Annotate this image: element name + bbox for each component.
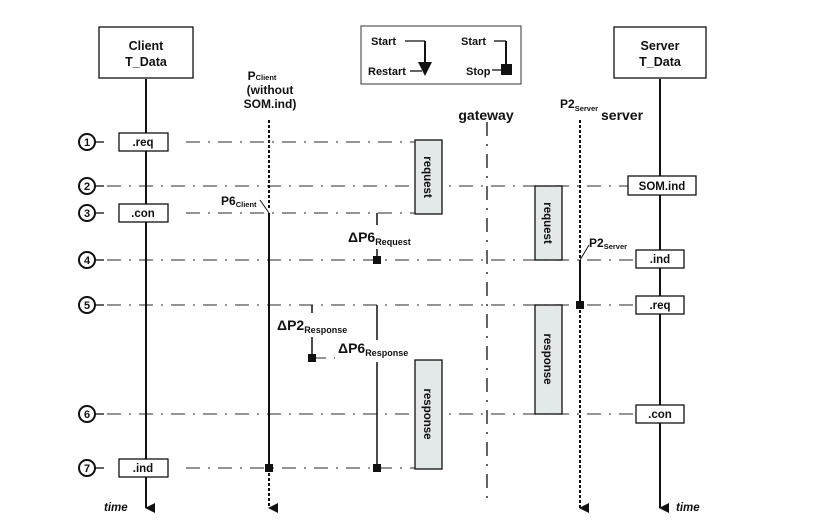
svg-text:P2Server: P2Server	[589, 236, 627, 251]
server-primitive-som-ind: SOM.ind	[627, 175, 697, 196]
client-primitive-req: .req	[118, 132, 169, 152]
dp2-response-label: ΔP2	[277, 317, 304, 333]
step-3: 3	[78, 204, 104, 222]
dp2-response-sub: Response	[304, 325, 347, 335]
p2server-label: P2	[560, 97, 575, 111]
p2server-timer-sub: Server	[604, 242, 627, 251]
message-response-client-side: response	[414, 359, 443, 470]
server-primitive-con: .con	[635, 404, 685, 424]
dp6-response-label: ΔP6	[338, 340, 365, 356]
pclient-line-3: SOM.ind)	[244, 97, 297, 111]
legend-start-2: Start	[461, 36, 486, 48]
svg-text:response: response	[541, 333, 553, 384]
client-time-label: time	[104, 502, 128, 514]
svg-text:.ind: .ind	[133, 463, 153, 475]
p6client-leader	[259, 199, 270, 214]
svg-text:1: 1	[84, 137, 90, 149]
step-markers: 1 2 3 4 5 6 7	[78, 133, 104, 477]
dp6-request-label: ΔP6	[348, 229, 375, 245]
legend: Start Restart Start Stop	[360, 25, 522, 85]
step-5: 5	[78, 296, 104, 314]
server-title-2: T_Data	[639, 55, 682, 69]
server-primitive-ind: .ind	[635, 249, 685, 269]
server-time-label: time	[676, 502, 700, 514]
server-label: server	[601, 107, 644, 123]
pclient-line-2: (without	[247, 83, 294, 97]
legend-box	[360, 25, 522, 85]
step-7: 7	[78, 459, 104, 477]
svg-text:3: 3	[84, 208, 90, 220]
p6client-label: P6	[221, 194, 236, 208]
dp6-request-sub: Request	[375, 237, 411, 247]
p2server-sub: Server	[575, 104, 598, 113]
legend-start-1: Start	[371, 36, 396, 48]
svg-text:2: 2	[84, 181, 90, 193]
step-4: 4	[78, 251, 104, 269]
dp6-request-stop	[373, 256, 381, 264]
client-title-2: T_Data	[125, 55, 168, 69]
svg-text:7: 7	[84, 463, 90, 475]
server-primitive-req: .req	[635, 295, 685, 315]
p2server-timer-label: P2	[589, 236, 604, 250]
pclient-sub: Client	[256, 73, 277, 82]
legend-stop: Stop	[466, 66, 491, 78]
svg-text:SOM.ind: SOM.ind	[639, 181, 686, 193]
svg-text:ΔP2Response: ΔP2Response	[277, 317, 347, 335]
svg-text:.ind: .ind	[650, 254, 670, 266]
server-tdata-box	[613, 26, 707, 79]
gateway-label: gateway	[458, 107, 513, 123]
client-primitive-ind: .ind	[118, 458, 169, 478]
svg-text:4: 4	[84, 255, 91, 267]
svg-text:request: request	[421, 156, 433, 198]
client-primitive-con: .con	[118, 203, 169, 223]
pclient-label: P	[248, 69, 256, 83]
svg-text:.req: .req	[649, 300, 670, 312]
message-request-server-side: request	[534, 185, 563, 261]
svg-text:request: request	[541, 202, 553, 244]
dp6-response-stop	[373, 464, 381, 472]
svg-text:ΔP6Response: ΔP6Response	[338, 340, 408, 358]
step-1: 1	[78, 133, 104, 151]
p2server-stop-marker	[576, 301, 584, 309]
pclient-stop-marker	[265, 464, 273, 472]
svg-text:5: 5	[84, 300, 90, 312]
p6client-sub: Client	[236, 200, 257, 209]
svg-text:.req: .req	[132, 137, 153, 149]
client-tdata-box	[98, 26, 194, 79]
step-6: 6	[78, 405, 104, 423]
svg-text:response: response	[421, 388, 433, 439]
step-2: 2	[78, 177, 104, 195]
svg-text:P2Server: P2Server	[560, 97, 598, 113]
svg-text:.con: .con	[131, 208, 155, 220]
dp6-response-sub: Response	[365, 348, 408, 358]
server-title-1: Server	[641, 39, 680, 53]
message-request-client-side: request	[414, 139, 443, 215]
svg-text:ΔP6Request: ΔP6Request	[348, 229, 411, 247]
dp2-response-stop	[308, 354, 316, 362]
p2server-leader	[579, 244, 590, 261]
message-response-server-side: response	[534, 304, 563, 415]
svg-text:.con: .con	[648, 409, 672, 421]
svg-text:6: 6	[84, 409, 90, 421]
svg-text:PClient: PClient	[248, 69, 277, 83]
legend-restart: Restart	[368, 66, 406, 78]
client-title-1: Client	[129, 39, 165, 53]
svg-text:P6Client: P6Client	[221, 194, 257, 209]
